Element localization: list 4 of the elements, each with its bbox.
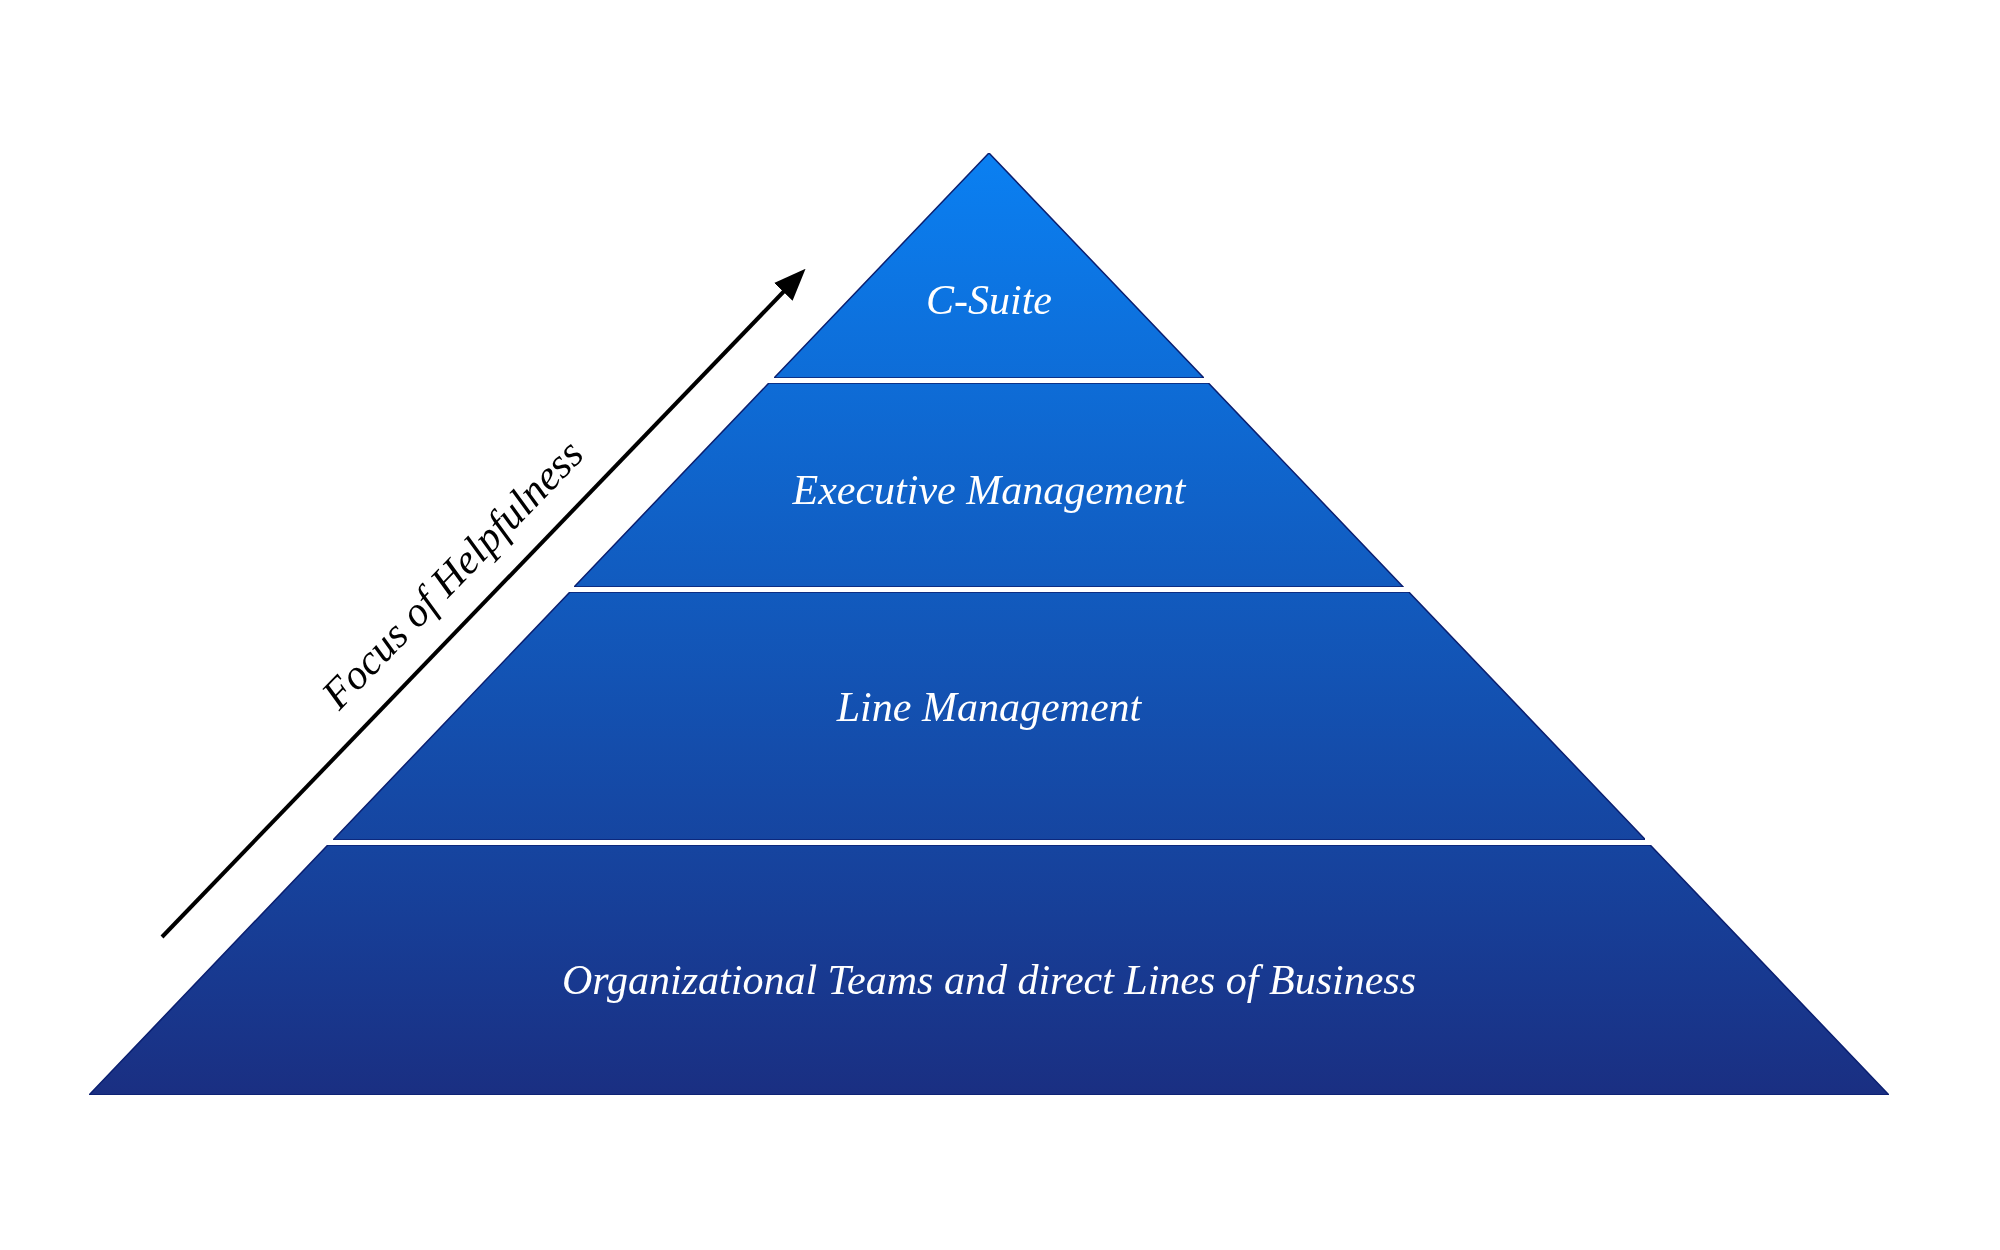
tier-label: Executive Management [792,467,1186,513]
tier-label: Organizational Teams and direct Lines of Business [561,957,1417,1003]
tier-label: Line Management [836,684,1142,730]
tier-label: C-Suite [926,277,1052,323]
